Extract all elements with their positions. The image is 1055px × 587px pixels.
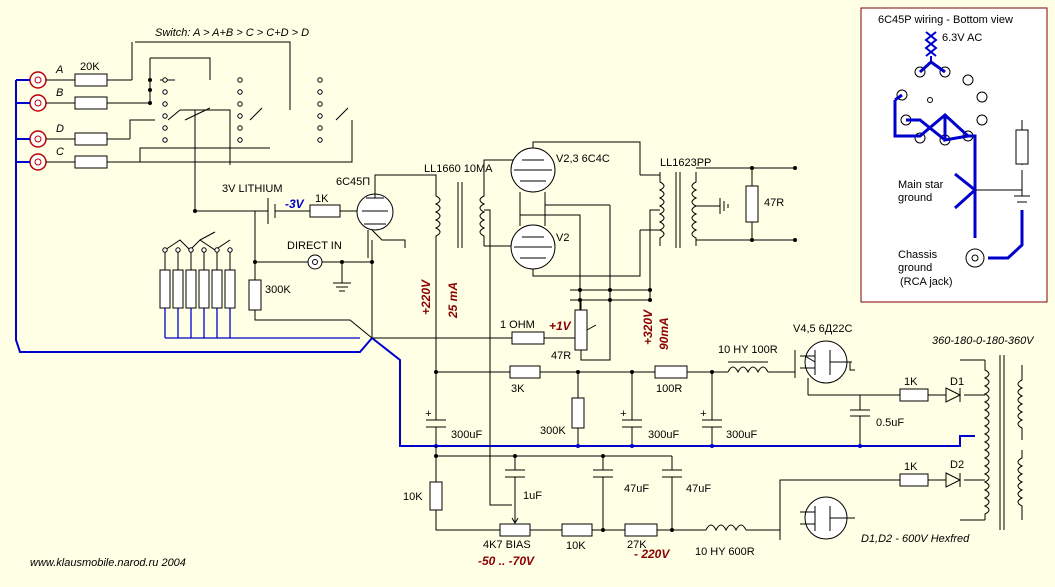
output-tubes: V2,3 6C4C V2 [510, 141, 652, 340]
label-r-300k: 300K [265, 284, 291, 296]
label-r-300k-b: 300K [540, 425, 566, 437]
label-r-47r-pot: 47R [551, 350, 571, 362]
diodes-note: D1,D2 - 600V Hexfred [861, 533, 970, 545]
neg-220-label: - 220V [634, 547, 670, 561]
inset-6c45p-wiring: 6C45P wiring - Bottom view 6.3V AC [860, 7, 1048, 303]
rca-jack-a [29, 71, 47, 89]
socket-pins [896, 66, 988, 146]
switch-label: Switch: A > A+B > C > C+D > D [155, 27, 309, 39]
svg-text:+: + [700, 408, 707, 420]
ground-bus [371, 337, 975, 447]
switch-contacts [148, 77, 323, 143]
label-r-27k: 27K [627, 539, 647, 551]
input-section: A B D C 20K Switch: A > A+B > C > C+D > … [15, 27, 373, 353]
bplus-supply: 3K 100R 10 HY 100R 300K 300uF + 300uF + … [425, 344, 796, 448]
b-plus-320-label: +320V [641, 309, 655, 345]
label-r-1k-d1: 1K [904, 376, 918, 388]
label-r-20k: 20K [80, 61, 100, 73]
label-r-3k: 3K [511, 383, 525, 395]
ll1623-label: LL1623PP [660, 157, 711, 169]
website-credit: www.klausmobile.narod.ru 2004 [30, 557, 186, 569]
i-90ma-label: 90mA [657, 317, 671, 350]
svg-text:+: + [620, 408, 627, 420]
label-r-10k-left: 10K [403, 491, 423, 503]
choke-10hy-600r-label: 10 HY 600R [695, 546, 755, 558]
chassis-label-2: ground [898, 262, 932, 274]
label-c-300uf-2: 300uF [648, 429, 679, 441]
v45-label: V4,5 6Д22C [793, 323, 852, 335]
attenuator-ladder [159, 231, 236, 338]
v23-label: V2,3 6C4C [556, 153, 610, 165]
plus-1v-label: +1V [549, 319, 572, 333]
label-input-d: D [56, 123, 64, 135]
battery-label: 3V LITHIUM [222, 183, 283, 195]
inset-title: 6C45P wiring - Bottom view [878, 14, 1013, 26]
ll1660-label: LL1660 10MA [424, 163, 493, 175]
rca-jack-c [29, 153, 47, 171]
bias-supply: 10K 4K7 BIAS -50 .. -70V 10K 27K - 220V … [403, 446, 780, 568]
i-25ma-label: 25 mA [446, 282, 460, 319]
label-c-300uf-1: 300uF [451, 429, 482, 441]
tube-6c45p [356, 174, 430, 258]
tube-6c45-label: 6C45П [336, 176, 370, 188]
label-r-100r: 100R [656, 383, 682, 395]
ll1623pp-transformer: LL1623PP 47R [640, 157, 797, 300]
cathode-network: 1 OHM +1V 47R +320V 90mA [372, 300, 671, 362]
label-input-b: B [56, 87, 63, 99]
label-c-47uf-1: 47uF [624, 483, 649, 495]
c-05uf-label: 0.5uF [876, 417, 904, 429]
label-r-1k-d2: 1K [904, 461, 918, 473]
b-plus-220-label: +220V [419, 279, 433, 315]
d2-label: D2 [950, 459, 964, 471]
main-star-label-2: ground [898, 192, 932, 204]
rectifier-section: V4,5 6Д22C 360-180-0-180-360V 1K D1 0.5u… [779, 323, 1035, 545]
pot-4k7-label: 4K7 BIAS [483, 539, 531, 551]
label-r-1k-grid: 1K [315, 193, 329, 205]
label-c-300uf-3: 300uF [726, 429, 757, 441]
chassis-label-1: Chassis [898, 249, 938, 261]
inset-heater-label: 6.3V AC [942, 32, 982, 44]
label-input-a: A [55, 64, 63, 76]
hv-trafo-label: 360-180-0-180-360V [932, 335, 1035, 347]
label-r-10k-mid: 10K [566, 540, 586, 552]
choke-10hy-100r-label: 10 HY 100R [718, 344, 778, 356]
bias-range-label: -50 .. -70V [478, 554, 535, 568]
svg-text:+: + [425, 408, 432, 420]
label-r-1ohm: 1 OHM [500, 319, 535, 331]
label-c-47uf-2: 47uF [686, 483, 711, 495]
v2-label: V2 [556, 232, 569, 244]
chassis-label-3: (RCA jack) [900, 276, 953, 288]
label-r-47r-out: 47R [764, 197, 784, 209]
rca-jack-d [29, 130, 47, 148]
d1-label: D1 [950, 376, 964, 388]
label-input-c: C [56, 146, 64, 158]
direct-in-label: DIRECT IN [287, 240, 342, 252]
label-c-1uf: 1uF [523, 490, 542, 502]
ll1660-transformer: LL1660 10MA +220V 25 mA [419, 159, 530, 506]
rca-jack-b [29, 94, 47, 112]
bias-neg3-label: -3V [285, 197, 305, 211]
main-star-label-1: Main star [898, 179, 944, 191]
input-stage: 3V LITHIUM -3V 1K 6C45П 300K DIRECT IN [222, 174, 430, 339]
